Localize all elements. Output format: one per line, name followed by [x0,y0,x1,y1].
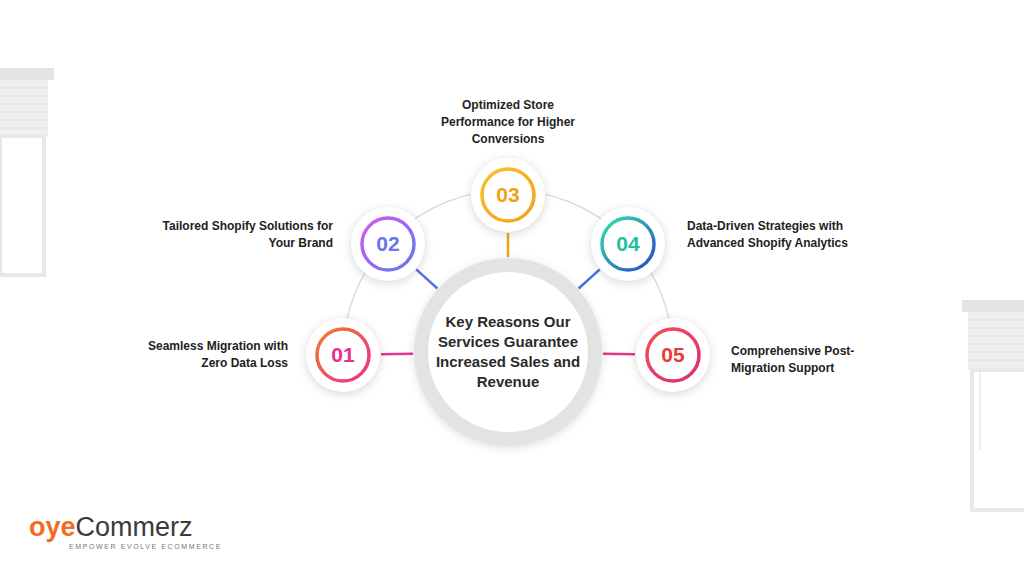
numbered-circle: 02Tailored Shopify Solutions for Your Br… [350,206,426,282]
reason-label: Optimized Store Performance for Higher C… [428,97,588,148]
numbered-circle: 05Comprehensive Post-Migration Support [635,317,711,393]
callout-number: 03 [470,183,546,207]
numbered-circle: 03Optimized Store Performance for Higher… [470,157,546,233]
callout-number: 04 [590,232,666,256]
reason-label: Comprehensive Post-Migration Support [731,343,891,377]
numbered-circle: 04Data-Driven Strategies with Advanced S… [590,206,666,282]
logo-wordmark: oyeCommerz [29,512,222,542]
callout-number: 01 [305,343,381,367]
reason-label: Seamless Migration with Zero Data Loss [120,338,288,372]
center-title: Key Reasons Our Services Guarantee Incre… [433,312,583,392]
reason-label: Data-Driven Strategies with Advanced Sho… [687,218,855,252]
logo-prefix: oye [29,512,76,542]
logo-tagline: EMPOWER EVOLVE ECOMMERCE [69,542,222,551]
window-blind [0,68,54,275]
connector [416,269,437,288]
connector [603,352,635,355]
reason-label: Tailored Shopify Solutions for Your Bran… [160,218,333,252]
circle-outline [413,257,603,447]
connector [507,233,510,257]
logo-name: Commerz [76,512,193,542]
callout-number: 05 [635,343,711,367]
connector [381,352,413,355]
logo: oyeCommerzEMPOWER EVOLVE ECOMMERCE [29,512,222,551]
numbered-circle: 01Seamless Migration with Zero Data Loss [305,317,381,393]
window-blind [962,300,1024,510]
connector [579,269,600,288]
callout-number: 02 [350,232,426,256]
center-circle: Key Reasons Our Services Guarantee Incre… [413,257,603,447]
